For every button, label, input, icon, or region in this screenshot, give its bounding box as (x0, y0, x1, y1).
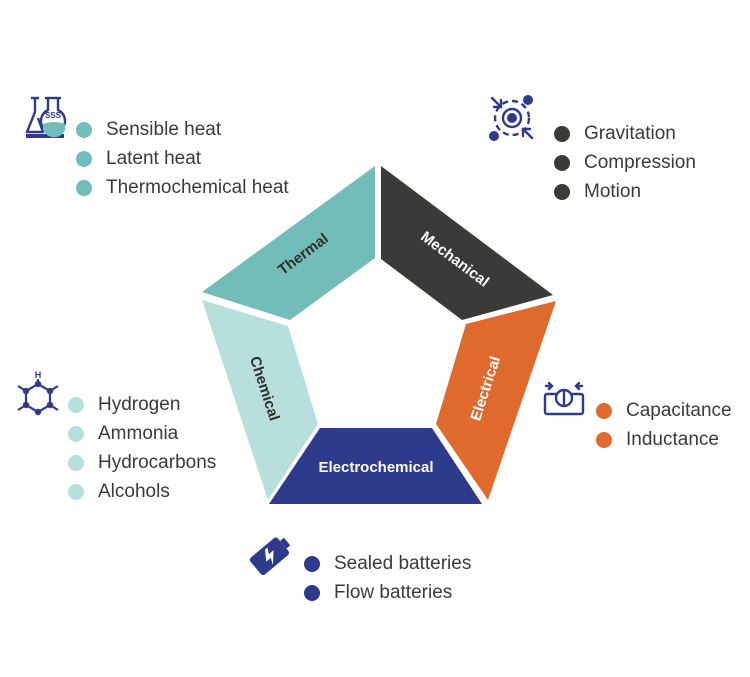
bullet-dot (304, 555, 320, 572)
bullet-dot (68, 483, 84, 500)
item-label: Gravitation (584, 122, 676, 144)
list-item: Ammonia (68, 419, 216, 448)
electrical-list: Capacitance Inductance (596, 396, 732, 454)
list-item: Latent heat (76, 144, 289, 173)
list-item: Thermochemical heat (76, 173, 289, 202)
item-label: Sealed batteries (334, 552, 472, 574)
item-label: Hydrocarbons (98, 451, 217, 473)
motion-target-icon (489, 95, 534, 141)
bullet-dot (76, 121, 92, 138)
segment-mechanical (381, 166, 553, 320)
list-item: Gravitation (554, 119, 696, 148)
electrochemical-list: Sealed batteries Flow batteries (304, 549, 471, 607)
item-label: Thermochemical heat (106, 176, 289, 198)
bullet-dot (554, 183, 570, 200)
flask-heat-icon: SSS (25, 96, 67, 138)
item-label: Flow batteries (334, 581, 453, 603)
bullet-dot (304, 584, 320, 601)
item-label: Ammonia (98, 422, 179, 444)
battery-icon (249, 537, 290, 576)
bullet-dot (76, 179, 92, 196)
list-item: Alcohols (68, 477, 216, 506)
item-label: Sensible heat (106, 118, 222, 140)
list-item: Sealed batteries (304, 549, 471, 578)
hydrogen-glyph: H (35, 370, 42, 380)
bullet-dot (68, 454, 84, 471)
item-label: Alcohols (98, 480, 170, 502)
list-item: Inductance (596, 425, 732, 454)
list-item: Capacitance (596, 396, 732, 425)
segment-electrochemical (269, 428, 482, 504)
segment-chemical (202, 300, 318, 500)
bullet-dot (554, 154, 570, 171)
list-item: Motion (554, 177, 696, 206)
item-label: Capacitance (626, 399, 732, 421)
list-item: Hydrogen (68, 390, 216, 419)
label-electrochemical: Electrochemical (318, 459, 433, 476)
thermal-list: Sensible heat Latent heat Thermochemical… (76, 115, 289, 202)
item-label: Motion (584, 180, 642, 202)
bullet-dot (596, 431, 612, 448)
item-label: Latent heat (106, 147, 202, 169)
bullet-dot (68, 396, 84, 413)
item-label: Hydrogen (98, 393, 181, 415)
bullet-dot (76, 150, 92, 167)
list-item: Compression (554, 148, 696, 177)
list-item: Flow batteries (304, 578, 471, 607)
capacitor-icon (543, 381, 585, 416)
heat-glyph: SSS (45, 111, 62, 120)
segment-electrical (436, 301, 556, 500)
item-label: Compression (584, 151, 696, 173)
bullet-dot (554, 125, 570, 142)
bullet-dot (596, 402, 612, 419)
chemical-list: Hydrogen Ammonia Hydrocarbons Alcohols (68, 390, 216, 506)
mechanical-list: Gravitation Compression Motion (554, 119, 696, 206)
bullet-dot (68, 425, 84, 442)
list-item: Sensible heat (76, 115, 289, 144)
molecule-icon: H (17, 370, 59, 416)
item-label: Inductance (626, 428, 719, 450)
list-item: Hydrocarbons (68, 448, 216, 477)
segment-thermal (202, 166, 375, 320)
